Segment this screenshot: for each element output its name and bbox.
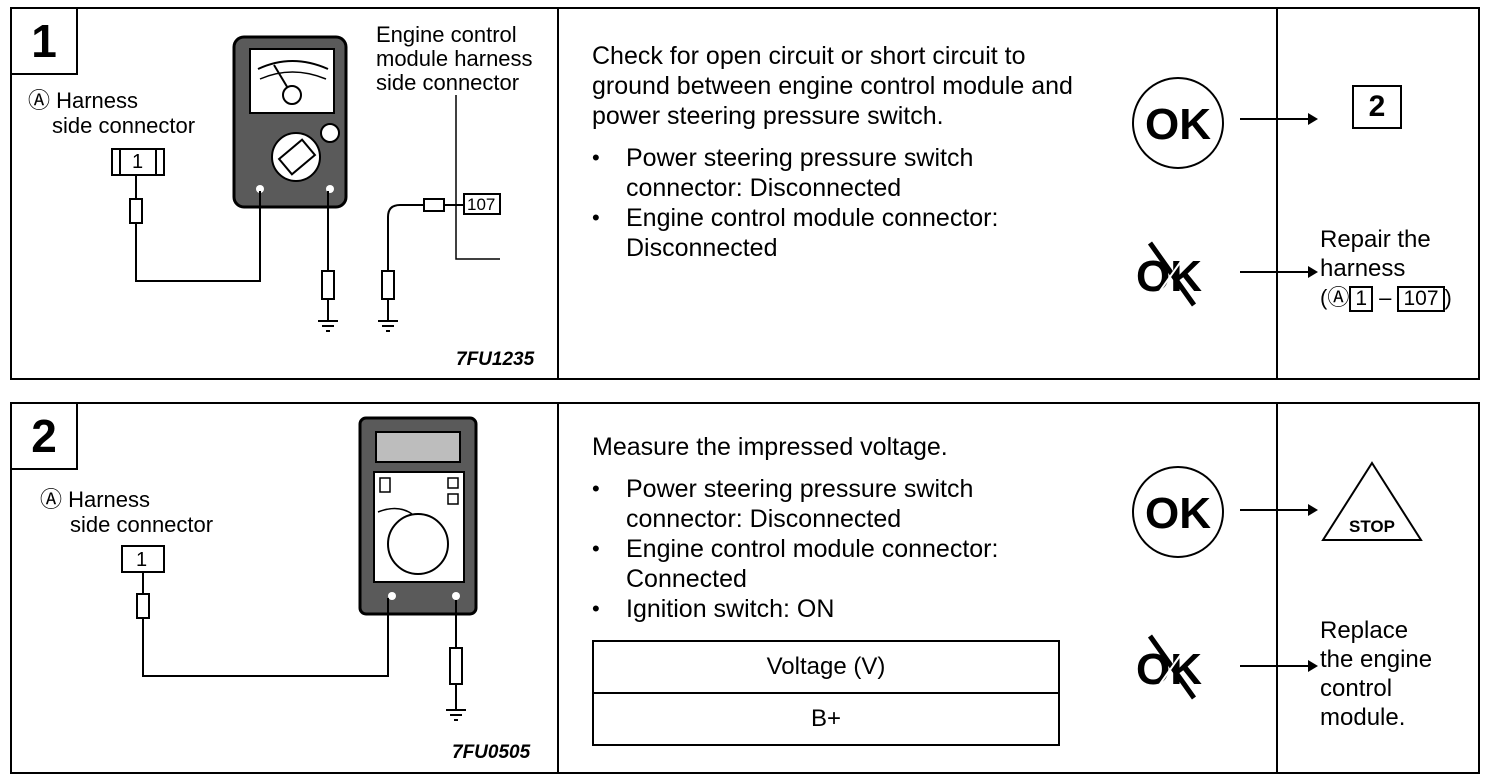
harness-label: Ⓐ Harness [28, 88, 139, 113]
replace-result: Replace the engine control module. [1320, 616, 1432, 732]
result-line: control [1320, 675, 1393, 702]
figure-code: 7FU1235 [456, 349, 535, 370]
column-divider [1276, 9, 1278, 378]
ok-icon: OK [1132, 77, 1224, 169]
pin-box: 1 [1349, 286, 1374, 312]
step-1-instructions: Check for open circuit or short circuit … [592, 41, 1082, 263]
svg-text:OK: OK [1145, 489, 1211, 538]
condition-item: Power steering pressure switch connector… [592, 143, 1082, 203]
harness-label-2: side connector [70, 512, 214, 537]
condition-item: Engine control module connector: Connect… [592, 534, 1072, 594]
column-divider [557, 404, 559, 772]
result-line: the engine [1320, 646, 1433, 673]
analog-multimeter-diagram [111, 35, 501, 332]
harness-label-2: side connector [52, 113, 196, 138]
connector-pin-label: 1 [132, 151, 144, 173]
step-2-instructions: Measure the impressed voltage. Power ste… [592, 432, 1072, 624]
arrow-right-icon [1240, 266, 1318, 278]
step-number: 2 [12, 404, 78, 470]
connector-pin-label: 1 [136, 549, 148, 571]
pin-box: 107 [1397, 286, 1445, 312]
figure-code: 7FU0505 [452, 742, 531, 763]
ecm-connector-pin-box [463, 193, 501, 215]
result-line: harness [1320, 255, 1406, 282]
arrow-right-icon [1240, 113, 1318, 125]
digital-multimeter-diagram [121, 416, 478, 721]
voltage-table-value: B+ [810, 705, 842, 732]
step-1-panel: 1 [10, 7, 1480, 380]
voltage-table-header: Voltage (V) [594, 642, 1058, 694]
ecm-label-line-2: module harness [376, 46, 533, 71]
svg-text:OK: OK [1145, 100, 1211, 149]
test-probe [136, 593, 150, 619]
instruction-text: Check for open circuit or short circuit … [592, 42, 1073, 130]
ecm-label-line-3: side connector [376, 70, 520, 95]
instruction-text: Measure the impressed voltage. [592, 433, 948, 461]
condition-item: Power steering pressure switch connector… [592, 474, 1072, 534]
ok-icon: OK [1132, 466, 1224, 558]
step-1-diagram: Ⓐ Harness side connector 1 Engine contro… [12, 9, 558, 378]
ecm-pin-label: 107 [467, 195, 496, 214]
harness-connector-a [121, 545, 165, 573]
ng-icon: OK [1136, 634, 1202, 700]
condition-item: Engine control module connector: Disconn… [592, 203, 1082, 263]
result-line: Repair the [1320, 226, 1431, 253]
condition-list: Power steering pressure switch connector… [592, 474, 1072, 624]
next-step-box: 2 [1352, 85, 1402, 129]
column-divider [1276, 404, 1278, 772]
step-2-diagram: Ⓐ Harness side connector 1 7FU0505 [12, 404, 558, 772]
voltage-table: Voltage (V) B+ [592, 640, 1060, 746]
svg-text:STOP: STOP [1349, 517, 1395, 536]
result-close-paren: ) [1444, 285, 1452, 310]
harness-label: Ⓐ Harness [40, 487, 151, 512]
meter-display [375, 431, 461, 463]
condition-list: Power steering pressure switch connector… [592, 143, 1082, 263]
ng-icon: OK [1136, 241, 1202, 307]
result-dash: – [1373, 285, 1398, 310]
ecm-label-line-1: Engine control [376, 22, 517, 47]
result-line: Replace [1320, 617, 1409, 644]
condition-item: Ignition switch: ON [592, 594, 1072, 624]
result-line: module. [1320, 704, 1406, 731]
arrow-right-icon [1240, 660, 1318, 672]
result-open-paren: (Ⓐ [1320, 285, 1350, 310]
stop-sign-icon: STOP [1321, 461, 1423, 541]
test-probe [129, 198, 143, 224]
arrow-right-icon [1240, 504, 1318, 516]
step-2-panel: 2 Ⓐ Harness side [10, 402, 1480, 774]
selector-knob [387, 513, 449, 575]
column-divider [557, 9, 559, 378]
step-number: 1 [12, 9, 78, 75]
